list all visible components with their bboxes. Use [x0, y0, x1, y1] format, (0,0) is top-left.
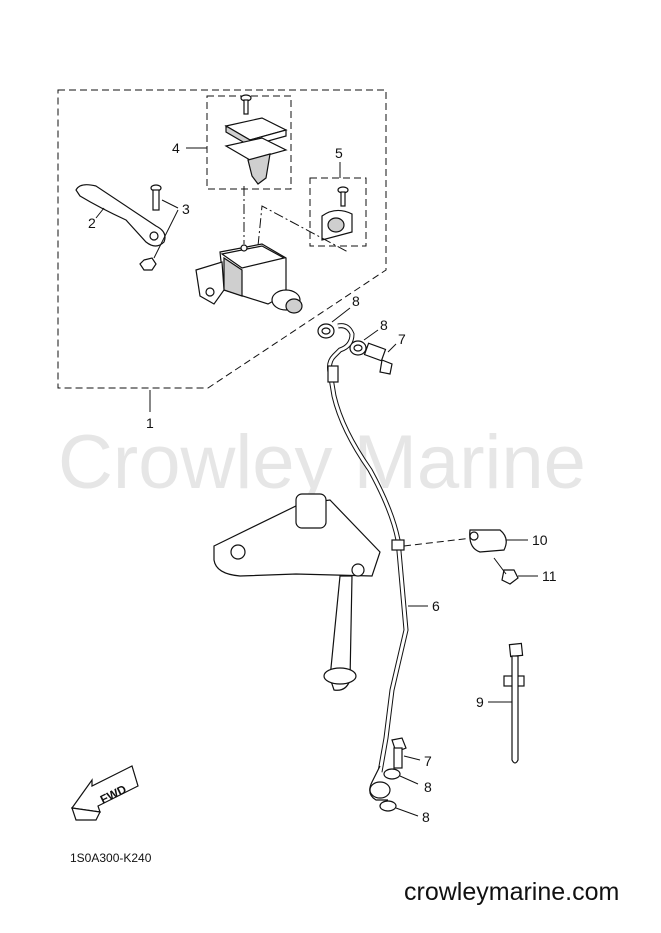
callout-7a: 7	[398, 331, 406, 347]
callout-11: 11	[542, 568, 557, 584]
diagram-code: 1S0A300-K240	[70, 851, 152, 865]
hose-clamp	[469, 529, 507, 553]
callout-leader-2	[95, 207, 105, 219]
callout-8d: 8	[422, 809, 430, 825]
union-bolt-upper	[363, 342, 393, 375]
callout-leader-8b	[363, 329, 379, 341]
callout-leader-3a	[161, 199, 179, 209]
cable-tie	[503, 642, 525, 764]
site-url: crowleymarine.com	[404, 878, 619, 906]
diaphragm	[224, 137, 288, 185]
callout-7b: 7	[424, 753, 432, 769]
callout-leader-8d	[395, 807, 419, 817]
copper-washer-lower-b	[379, 800, 397, 812]
union-bolt-lower	[391, 737, 407, 769]
copper-washer-upper	[317, 323, 335, 339]
callout-8b: 8	[380, 317, 388, 333]
copper-washer-lower	[349, 340, 367, 356]
callout-2: 2	[88, 215, 96, 231]
clamp-screw	[493, 557, 519, 585]
copper-washer-lower-a	[383, 768, 401, 780]
callout-3: 3	[182, 201, 190, 217]
callout-9: 9	[476, 694, 484, 710]
brake-hose	[327, 323, 409, 801]
holder-screw	[337, 186, 349, 207]
callout-4: 4	[172, 140, 180, 156]
callout-leader-8a	[331, 307, 351, 323]
callout-8c: 8	[424, 779, 432, 795]
callout-leader-7a	[387, 343, 397, 353]
callout-1: 1	[146, 415, 154, 431]
callout-5: 5	[335, 145, 343, 161]
callout-8a: 8	[352, 293, 360, 309]
callout-6: 6	[432, 598, 440, 614]
lever-nut	[139, 257, 157, 271]
callout-leader-3b	[153, 209, 179, 259]
lever-pivot-bolt	[150, 184, 162, 211]
callout-10: 10	[532, 532, 548, 548]
brake-lever	[75, 184, 166, 247]
callout-leader-8c	[399, 775, 419, 785]
master-cylinder-assembly-outline	[57, 89, 387, 389]
callout-leader-7b	[403, 755, 421, 761]
fwd-arrow-icon: FWD	[70, 765, 139, 821]
watermark: Crowley Marine	[58, 420, 586, 505]
clamp-alignment-line	[403, 537, 473, 547]
steering-bracket	[213, 493, 381, 691]
master-cylinder-body	[195, 243, 303, 314]
handlebar-holder	[321, 209, 353, 241]
holder-group-outline	[309, 177, 367, 247]
cap-screw	[240, 94, 252, 115]
holder-alignment-line	[257, 205, 349, 253]
